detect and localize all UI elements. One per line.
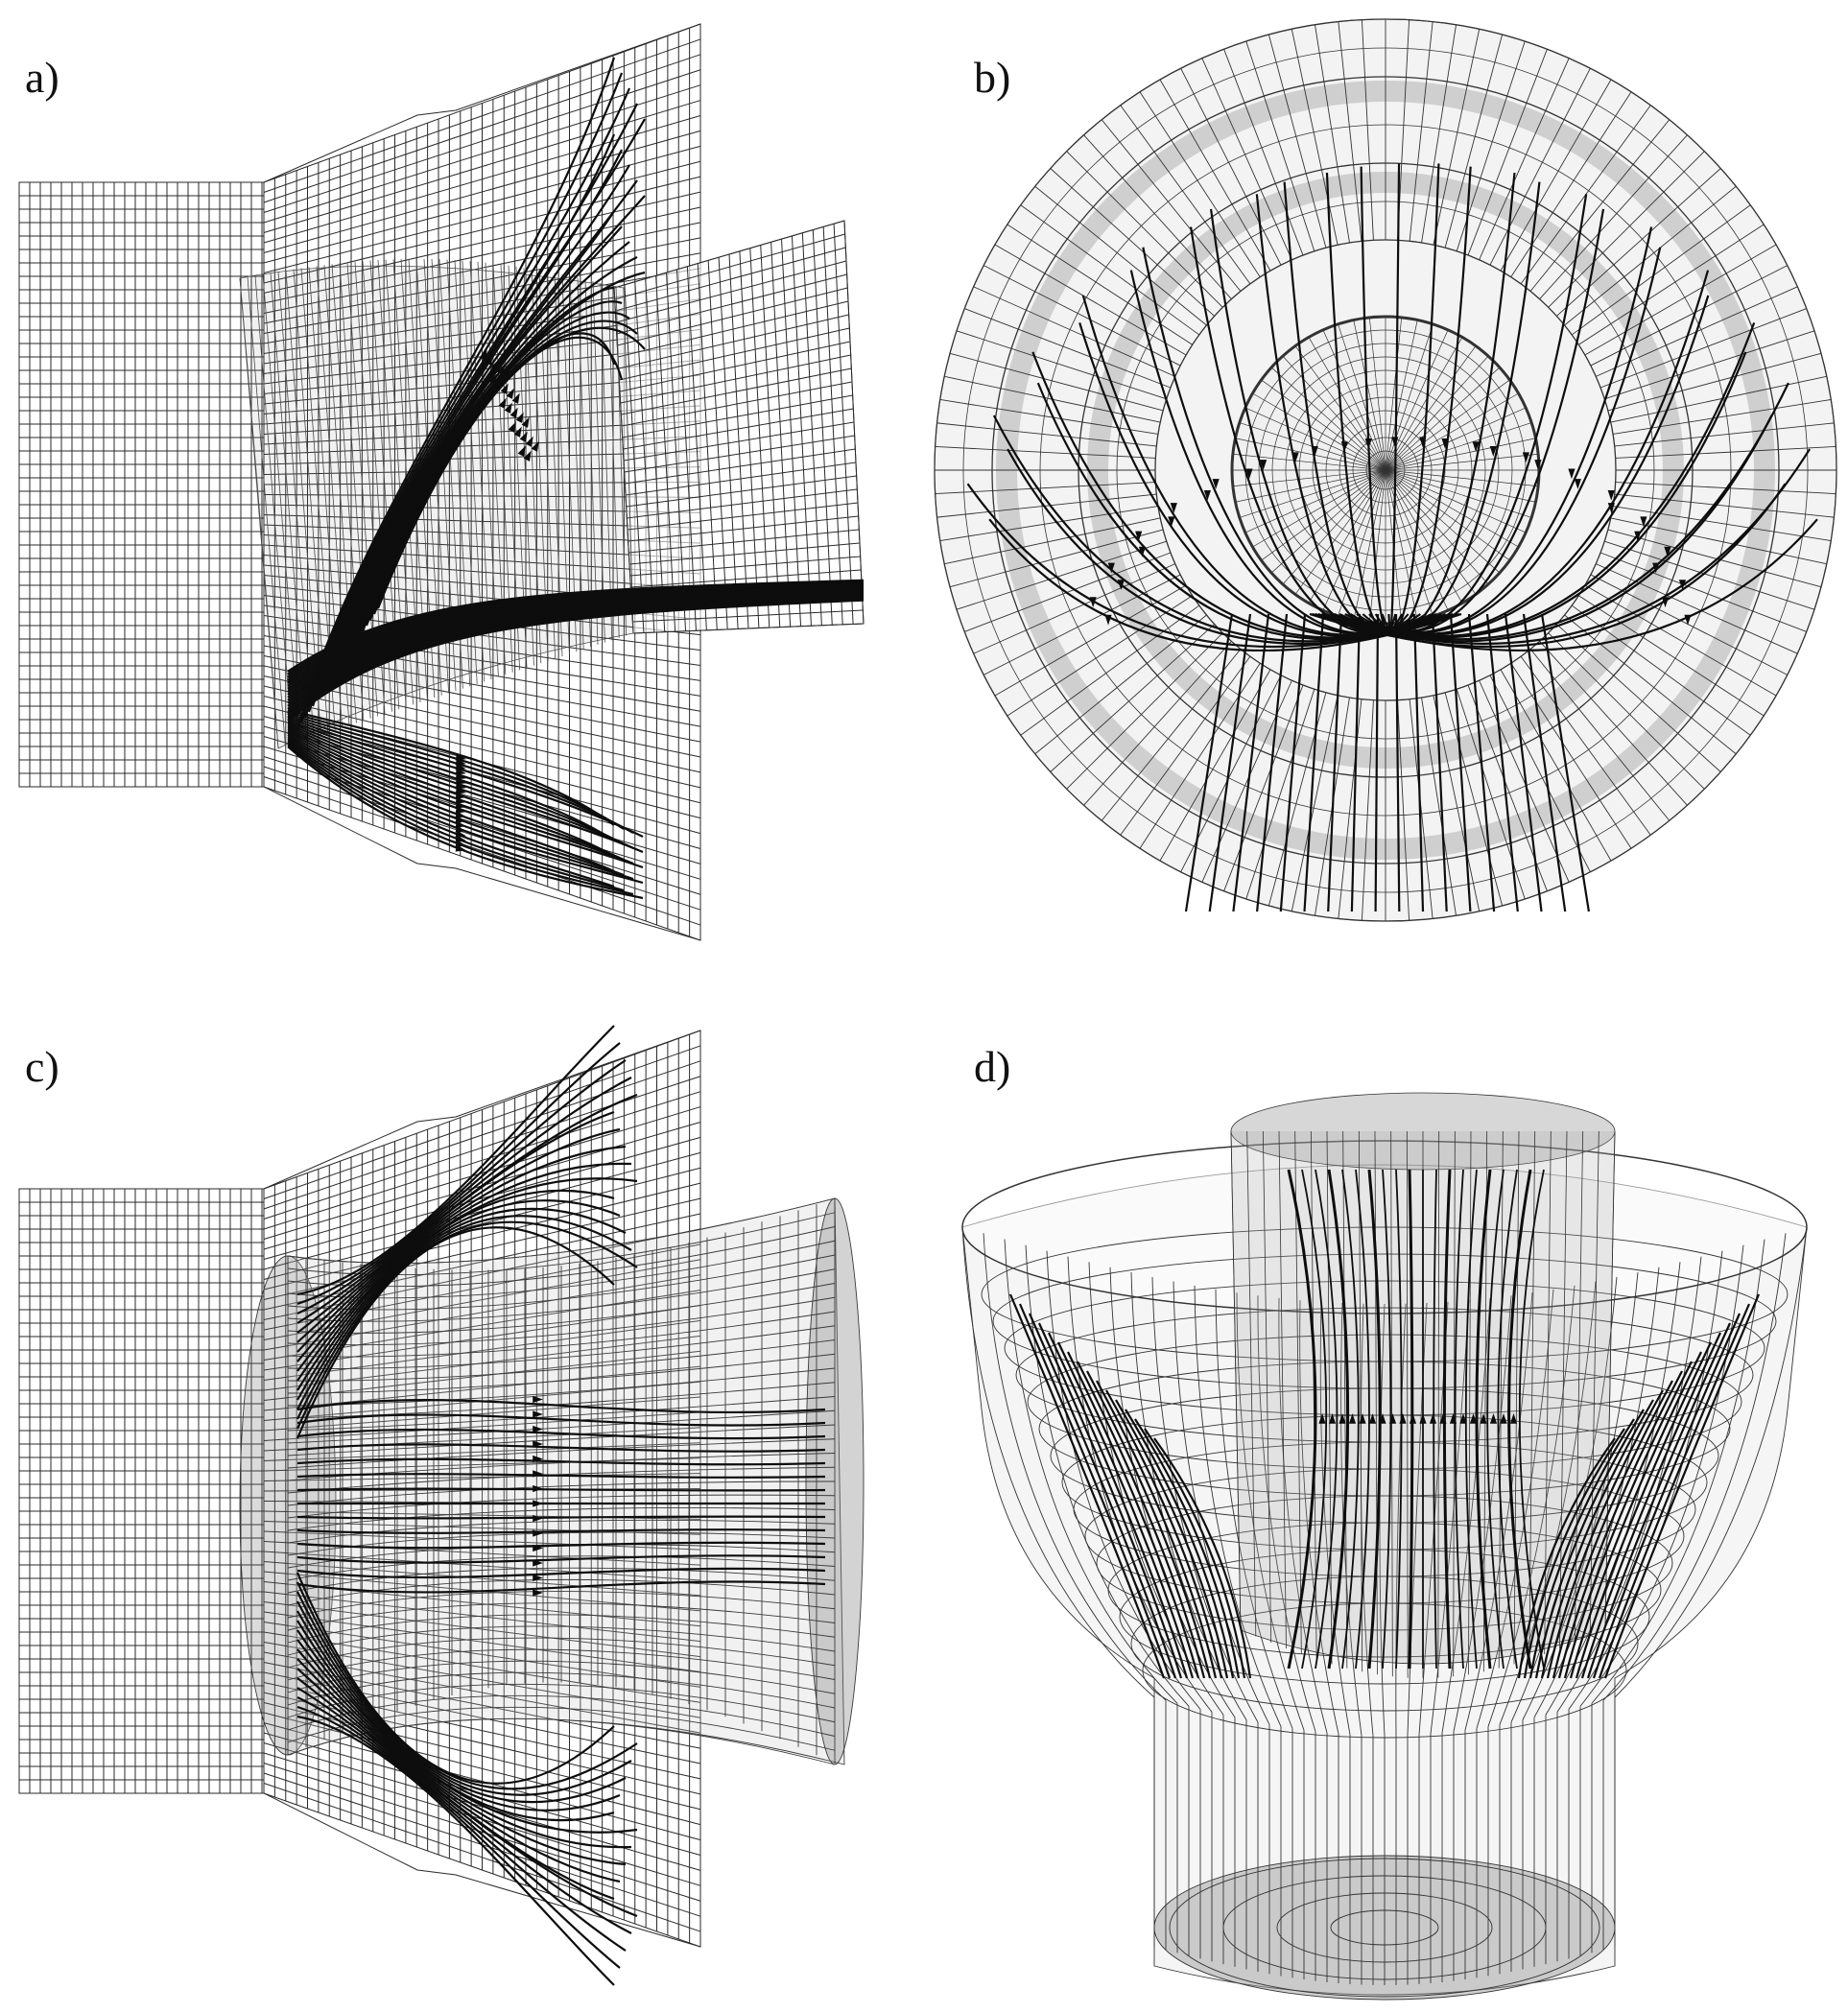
- panel-a-inlet-pipe-mesh: [18, 181, 265, 788]
- panel-a-outlet-cone-mesh: [613, 220, 865, 634]
- panel-c-outlet-tube-mesh: [239, 1197, 865, 1765]
- panel-d: d): [924, 1006, 1848, 2013]
- panel-a-draft-tube-mesh: [18, 23, 865, 941]
- panel-b-streamlines: [966, 163, 1818, 912]
- panel-a-label: a): [25, 53, 59, 102]
- panel-c: c): [0, 1006, 924, 2013]
- panel-d-streamlines: [1008, 1169, 1761, 1679]
- panel-c-inlet-pipe-mesh: [18, 1188, 265, 1794]
- panel-c-label: c): [25, 1042, 59, 1091]
- panel-b: b): [924, 0, 1848, 1006]
- panel-a-streamlines: [287, 57, 865, 900]
- panel-b-inner-hub-mesh: [1230, 315, 1541, 626]
- panel-d-label: d): [974, 1042, 1011, 1091]
- panel-c-drawing: [18, 1025, 865, 1986]
- panel-d-drawing: [961, 1092, 1808, 2001]
- panel-a: a): [0, 0, 924, 1006]
- panel-d-casing-mesh: [961, 1140, 1808, 2001]
- panel-b-label: b): [974, 53, 1011, 102]
- panel-b-drawing: [934, 18, 1837, 922]
- panel-c-streamlines: [296, 1025, 826, 1986]
- panel-a-drawing: [18, 23, 865, 941]
